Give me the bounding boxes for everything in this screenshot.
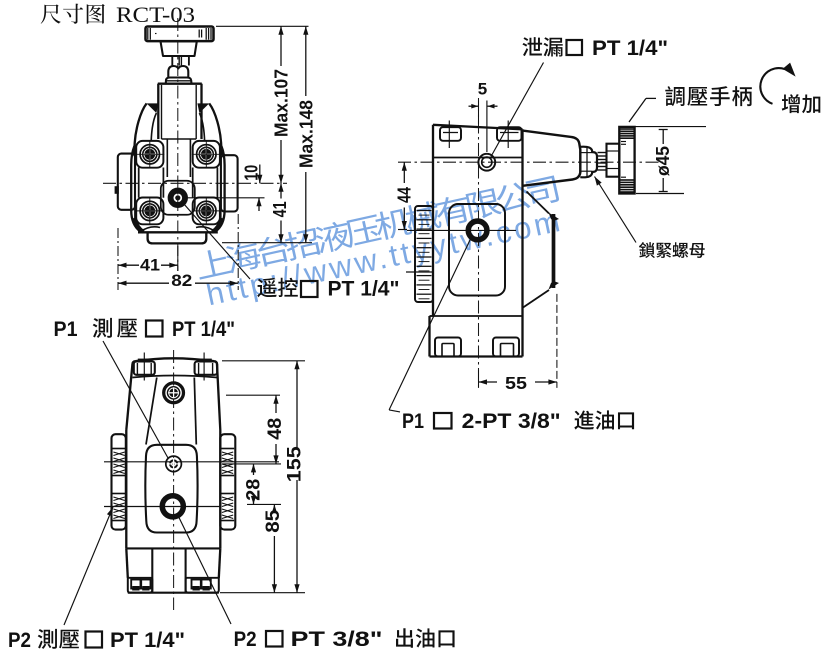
svg-text:82: 82 — [171, 271, 192, 290]
svg-text:ø45: ø45 — [653, 146, 673, 176]
svg-text:48: 48 — [265, 418, 286, 440]
svg-text:10: 10 — [242, 165, 262, 181]
svg-text:PT 1/4": PT 1/4" — [172, 318, 235, 341]
svg-text:PT 1/4": PT 1/4" — [110, 629, 185, 652]
svg-text:P2: P2 — [8, 629, 31, 652]
svg-text:P1: P1 — [402, 410, 424, 433]
svg-text:2-PT 3/8": 2-PT 3/8" — [462, 410, 561, 433]
svg-text:5: 5 — [478, 79, 487, 98]
svg-text:41: 41 — [140, 256, 160, 275]
svg-text:44: 44 — [395, 187, 415, 203]
svg-text:PT 1/4": PT 1/4" — [592, 37, 668, 60]
svg-text:Max.107: Max.107 — [271, 69, 292, 137]
svg-text:Max.148: Max.148 — [295, 100, 316, 168]
svg-text:155: 155 — [285, 446, 306, 482]
svg-text:P2: P2 — [234, 628, 257, 651]
svg-text:PT 3/8": PT 3/8" — [291, 628, 383, 651]
svg-text:55: 55 — [505, 373, 527, 393]
svg-text:P1: P1 — [54, 318, 78, 341]
svg-text:41: 41 — [270, 201, 290, 217]
svg-text:28: 28 — [243, 479, 264, 501]
svg-text:PT 1/4": PT 1/4" — [328, 278, 400, 301]
svg-text:RCT-03: RCT-03 — [116, 2, 195, 27]
svg-text:85: 85 — [263, 509, 284, 532]
